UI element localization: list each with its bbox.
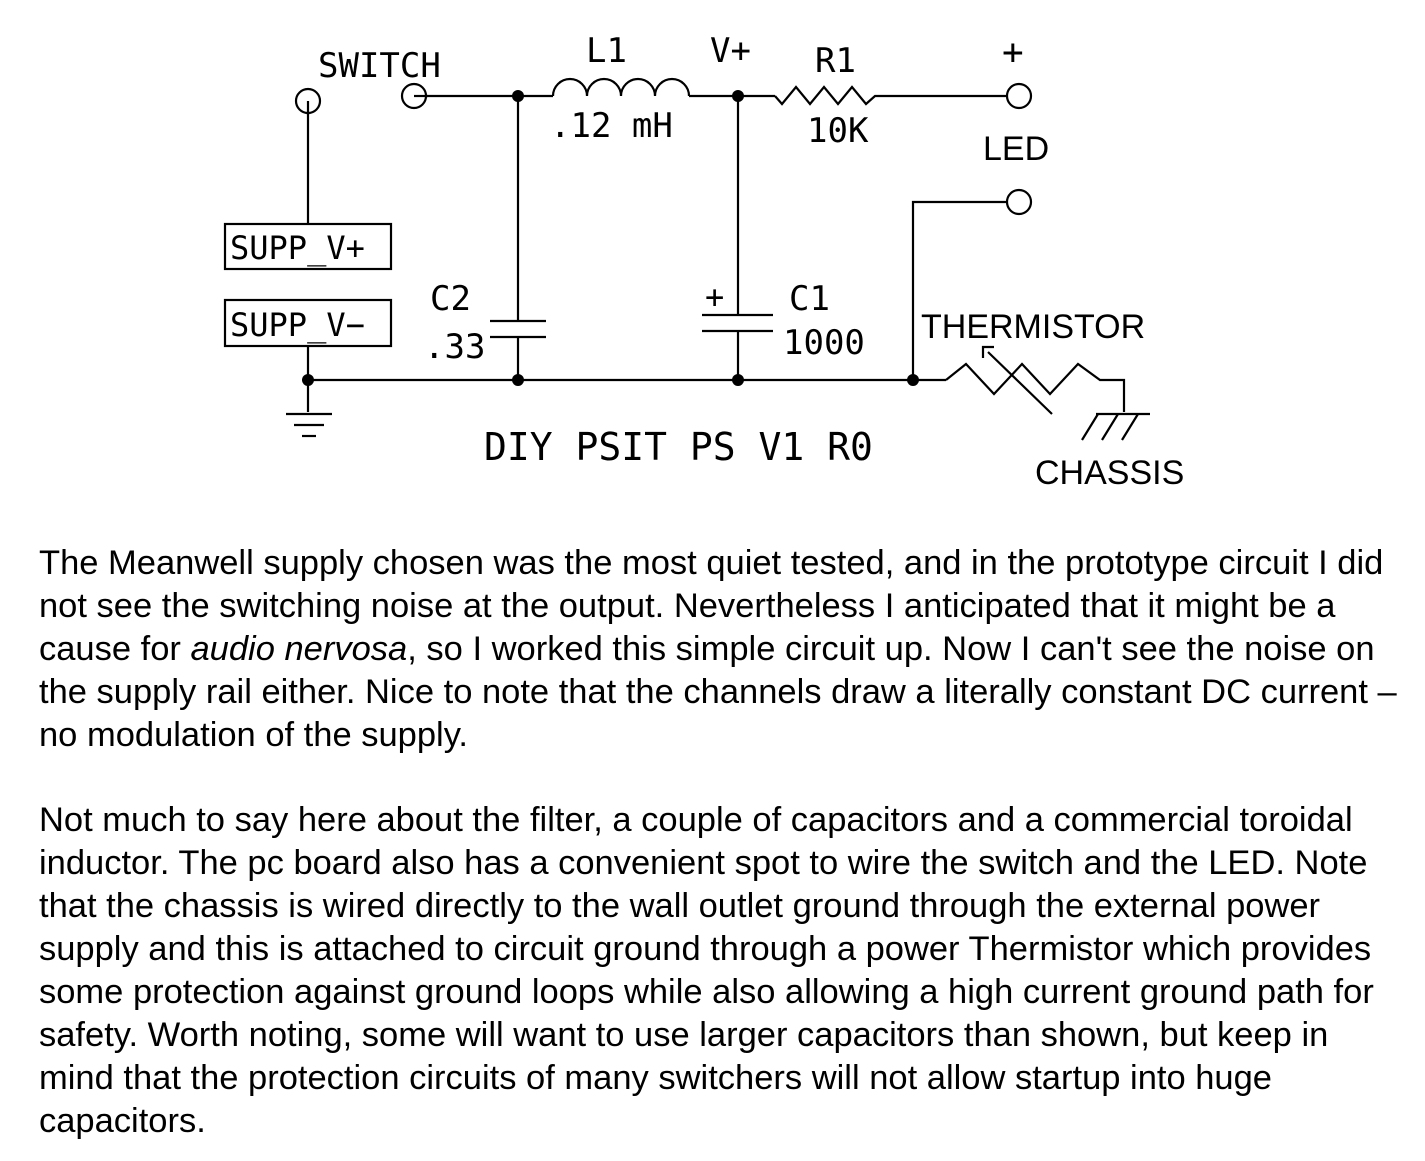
schematic-diagram: SWITCH SUPP_V+ SUPP_V− L1 .12 mH V+ R1 1… <box>223 31 1184 492</box>
capacitor-c1 <box>702 313 773 333</box>
paragraph-meanwell-emphasis: audio nervosa <box>190 630 408 668</box>
resistor-r1-value: 10K <box>807 111 869 151</box>
thermistor <box>945 345 1126 415</box>
capacitor-c1-value: 1000 <box>783 323 865 363</box>
switch-label: SWITCH <box>318 46 441 86</box>
switch-terminal-right <box>400 82 428 110</box>
supp-vminus-port: SUPP_V− <box>223 298 393 348</box>
led-label: LED <box>983 130 1049 168</box>
switch-terminal-left <box>294 87 322 115</box>
paragraph-meanwell: The Meanwell supply chosen was the most … <box>39 542 1399 757</box>
capacitor-c1-label: C1 <box>789 279 830 319</box>
junction-dot <box>512 374 524 386</box>
led-plus-terminal <box>1005 82 1033 110</box>
supp-vplus-port: SUPP_V+ <box>223 222 393 271</box>
junction-dot <box>907 374 919 386</box>
supp-vminus-label: SUPP_V− <box>230 306 365 344</box>
capacitor-c2-value: .33 <box>424 327 485 367</box>
paragraph-filter: Not much to say here about the filter, a… <box>39 801 1374 1140</box>
paragraph-meanwell-part2: , so I worked this simple circuit up. No… <box>39 630 1397 754</box>
ground-icon <box>286 412 332 438</box>
wire-led-to-thermistor <box>911 200 1007 380</box>
junction-dot <box>302 374 314 386</box>
vplus-label: V+ <box>710 31 751 71</box>
capacitor-c1-polarity: + <box>705 278 724 316</box>
chassis-label: CHASSIS <box>1035 454 1184 492</box>
thermistor-label: THERMISTOR <box>921 308 1145 346</box>
led-minus-terminal <box>1005 188 1033 216</box>
capacitor-c2 <box>490 319 546 339</box>
junction-dot <box>732 374 744 386</box>
schematic-title: DIY PSIT PS V1 R0 <box>484 425 873 469</box>
inductor-l1-value: .12 mH <box>550 106 673 146</box>
chassis-ground-icon <box>1081 412 1150 441</box>
capacitor-c2-label: C2 <box>430 279 471 319</box>
led-plus-label: + <box>1002 32 1024 73</box>
supp-vplus-label: SUPP_V+ <box>230 229 365 267</box>
inductor-l1-label: L1 <box>586 31 627 71</box>
resistor-r1 <box>774 85 1007 106</box>
resistor-r1-label: R1 <box>815 41 856 81</box>
paragraph-meanwell-part1: The Meanwell supply chosen was the most … <box>39 544 1384 668</box>
